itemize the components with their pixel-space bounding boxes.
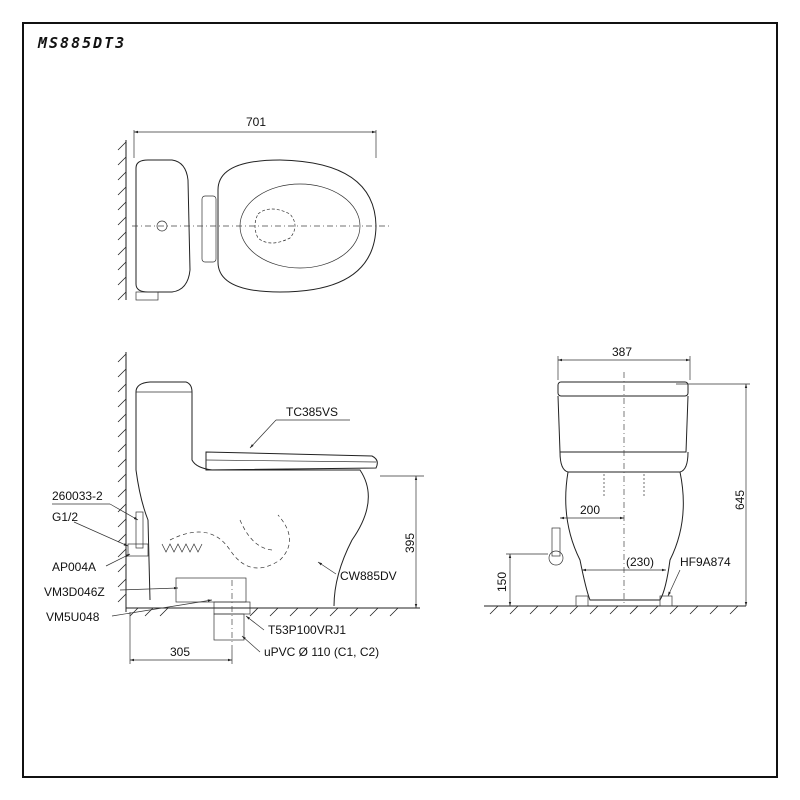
side-body-front — [212, 469, 369, 607]
label-HF9A874: HF9A874 — [680, 555, 731, 569]
drain-pipe — [213, 613, 245, 641]
tank-outline — [135, 159, 191, 293]
side-view: 395 305 TC385VS 260033-2 G1/2 AP004A VM3… — [44, 352, 424, 664]
water-spot — [254, 208, 296, 244]
front-bowl — [565, 471, 684, 601]
side-tank-outline — [135, 381, 213, 471]
front-floor-hatch — [489, 605, 739, 615]
front-tank-lid — [557, 381, 689, 397]
supply-hose — [135, 511, 144, 549]
label-VM3D046Z: VM3D046Z — [44, 585, 105, 599]
label-260033-2: 260033-2 — [52, 489, 103, 503]
front-supply-pipe — [551, 527, 561, 557]
side-trap — [169, 514, 290, 569]
dim-200-label: 200 — [580, 503, 600, 517]
front-inlet — [548, 550, 564, 566]
dim-395-label: 395 — [403, 533, 417, 553]
dim-645-label: 645 — [733, 490, 747, 510]
stop-valve — [127, 543, 149, 557]
top-supply-valve — [135, 291, 159, 301]
dim-230-label: (230) — [626, 555, 654, 569]
label-VM5U048: VM5U048 — [46, 610, 100, 624]
front-view: 387 645 200 (230) 150 HF9A874 — [484, 345, 750, 615]
label-AP004A: AP004A — [52, 560, 96, 574]
side-body-back — [135, 392, 151, 601]
top-wall-hatch — [117, 141, 127, 301]
hinge-plate — [201, 195, 217, 263]
front-tank-body — [557, 395, 689, 453]
spring-part — [161, 543, 203, 553]
floor-flange — [175, 577, 247, 603]
side-wall-hatch — [117, 353, 127, 603]
dim-701-label: 701 — [246, 115, 266, 129]
label-CW885DV: CW885DV — [340, 569, 397, 583]
dim-305-label: 305 — [170, 645, 190, 659]
drawing-frame — [22, 22, 778, 778]
label-pipe-spec: uPVC Ø 110 (C1, C2) — [264, 645, 379, 659]
label-g1-2: G1/2 — [52, 510, 78, 524]
label-TC385VS: TC385VS — [286, 405, 338, 419]
label-T53P100VRJ1: T53P100VRJ1 — [268, 623, 346, 637]
dim-387-label: 387 — [612, 345, 632, 359]
side-seat — [205, 451, 378, 471]
side-floor-hatch — [129, 607, 399, 617]
dim-150-label: 150 — [495, 572, 509, 592]
top-view: 701 — [117, 115, 390, 301]
model-title: MS885DT3 — [37, 34, 126, 52]
